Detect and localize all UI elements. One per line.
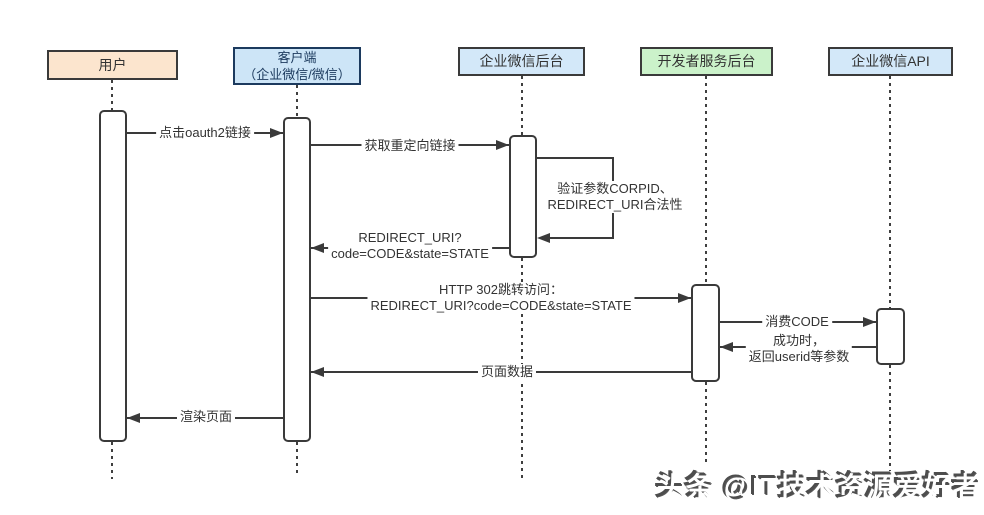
message-4-label: REDIRECT_URI? code=CODE&state=STATE	[328, 230, 492, 262]
message-5-label-line1: HTTP 302跳转访问：	[438, 282, 563, 297]
message-7-label: 成功时， 返回userid等参数	[745, 333, 853, 365]
message-2-arrowhead	[496, 140, 509, 150]
actor-box-wecom-api: 企业微信API	[828, 47, 953, 76]
actor-label-dev-backend: 开发者服务后台	[657, 53, 756, 69]
activation-wecom-backend	[509, 135, 537, 258]
lifeline-wecom-api-bottom	[889, 365, 891, 471]
message-5-label: HTTP 302跳转访问： REDIRECT_URI?code=CODE&sta…	[367, 282, 635, 314]
message-4-label-line2: code=CODE&state=STATE	[331, 246, 489, 261]
actor-box-wecom-backend: 企业微信后台	[458, 47, 585, 76]
lifeline-dev-backend-bottom	[705, 382, 707, 466]
message-3-self-line-top	[537, 157, 614, 159]
actor-label-wecom-api: 企业微信API	[851, 53, 930, 69]
message-4-arrowhead	[311, 243, 324, 253]
activation-client	[283, 117, 311, 442]
message-7-label-line2: 返回userid等参数	[748, 349, 850, 364]
message-2-label: 获取重定向链接	[361, 138, 459, 154]
lifeline-dev-backend-top	[705, 76, 707, 285]
lifeline-client-bottom	[296, 442, 298, 477]
lifeline-client-top	[296, 85, 298, 117]
message-8-label: 页面数据	[477, 364, 537, 380]
message-3-label-line2: REDIRECT_URI合法性	[547, 197, 683, 212]
actor-label-user: 用户	[98, 56, 127, 73]
message-9-arrowhead	[127, 413, 140, 423]
message-3-self-line-bottom	[549, 237, 614, 239]
message-7-label-line1: 成功时，	[772, 333, 826, 348]
lifeline-user-top	[111, 80, 113, 110]
watermark-text: 头条 @IT技术资源爱好者	[657, 472, 982, 503]
message-7-arrowhead	[720, 342, 733, 352]
actor-label-client-line1: 客户端	[277, 50, 317, 65]
lifeline-user-bottom	[111, 442, 113, 479]
actor-label-wecom-backend: 企业微信后台	[479, 53, 564, 69]
message-4-label-line1: REDIRECT_URI?	[358, 230, 462, 245]
message-1-label: 点击oauth2链接	[156, 125, 254, 141]
message-3-label-line1: 验证参数CORPID、	[557, 181, 673, 196]
message-6-label: 消费CODE	[762, 314, 832, 330]
activation-user	[99, 110, 127, 442]
message-5-label-line2: REDIRECT_URI?code=CODE&state=STATE	[370, 298, 632, 313]
message-9-label: 渲染页面	[176, 409, 236, 425]
message-3-label: 验证参数CORPID、 REDIRECT_URI合法性	[544, 181, 686, 213]
lifeline-wecom-backend-top	[521, 76, 523, 135]
lifeline-wecom-api-top	[889, 76, 891, 308]
activation-dev-backend	[691, 284, 720, 382]
actor-box-client: 客户端 （企业微信/微信）	[233, 47, 361, 85]
message-3-arrowhead	[537, 233, 550, 243]
activation-wecom-api	[876, 308, 905, 365]
message-6-arrowhead	[863, 317, 876, 327]
actor-label-client-line2: （企业微信/微信）	[243, 67, 351, 82]
actor-box-dev-backend: 开发者服务后台	[640, 47, 773, 76]
message-8-arrowhead	[311, 367, 324, 377]
message-1-arrowhead	[270, 128, 283, 138]
actor-box-user: 用户	[47, 50, 178, 80]
message-5-arrowhead	[678, 293, 691, 303]
